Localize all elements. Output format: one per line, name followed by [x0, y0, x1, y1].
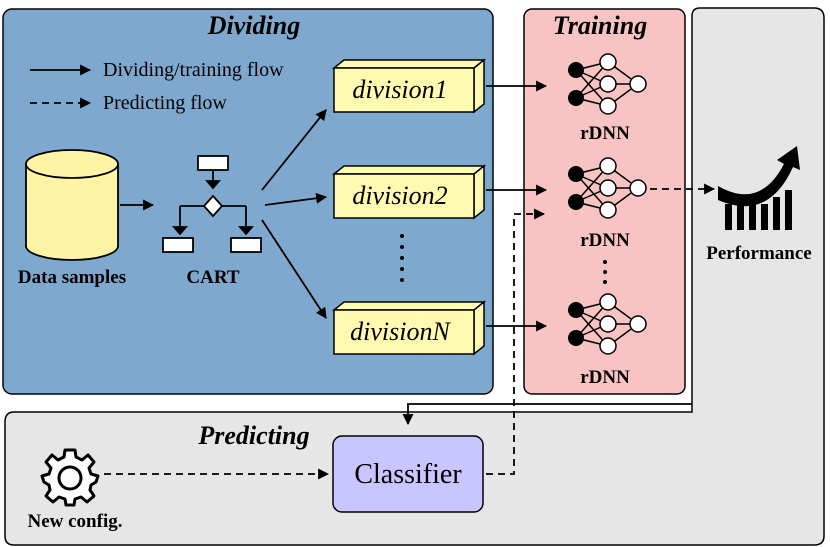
- rdnn-label-1: rDNN: [580, 123, 630, 144]
- neural-network-icon: [568, 293, 647, 355]
- neural-network-icon: [568, 53, 647, 115]
- classifier-label: Classifier: [354, 459, 462, 490]
- division-label-1: division1: [352, 75, 447, 104]
- data-samples-label: Data samples: [18, 267, 126, 288]
- division-box-n: divisionN: [331, 300, 487, 356]
- division-label-2: division2: [352, 181, 447, 210]
- dividing-title: Dividing: [207, 11, 300, 40]
- performance-label: Performance: [706, 243, 812, 264]
- division-label-n: divisionN: [350, 317, 451, 346]
- training-title: Training: [553, 11, 647, 40]
- cart-label: CART: [186, 267, 239, 288]
- legend-dashed-label: Predicting flow: [103, 92, 227, 114]
- rdnn-label-2: rDNN: [580, 230, 630, 251]
- classifier-box: [332, 435, 484, 513]
- predicting-title: Predicting: [197, 421, 309, 450]
- rdnn-label-3: rDNN: [580, 367, 630, 388]
- division-box-1: division1: [331, 58, 487, 114]
- gear-icon: [40, 448, 100, 507]
- database-icon: [25, 149, 119, 261]
- flowchart-icon: [162, 155, 262, 253]
- rdnn-ellipsis: [603, 260, 607, 284]
- legend-solid-label: Dividing/training flow: [103, 59, 284, 81]
- division-ellipsis: [400, 234, 404, 282]
- training-panel: [523, 8, 686, 395]
- neural-network-icon: [568, 157, 647, 219]
- division-box-2: division2: [331, 164, 487, 220]
- performance-chart-icon: [718, 146, 800, 230]
- new-config-label: New config.: [28, 511, 123, 532]
- legend: Dividing/training flow Predicting flow: [30, 59, 284, 114]
